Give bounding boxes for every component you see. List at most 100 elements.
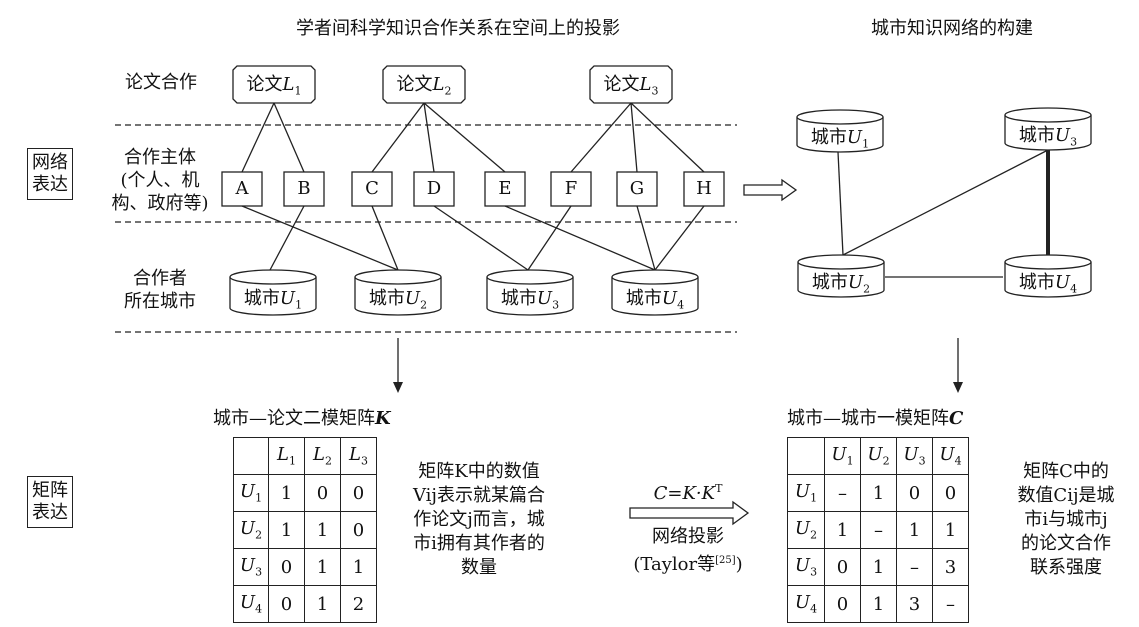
matrix-k-row-header: U3 <box>233 548 269 586</box>
network-city-label-u4: 城市U4 <box>1018 272 1078 296</box>
matrix-c-note-line3: 市i与城市j <box>1024 509 1108 530</box>
matrix-k-cell: 1 <box>340 548 377 586</box>
matrix-k-cell: 2 <box>340 585 377 623</box>
actor-box-g <box>616 171 658 207</box>
left-title: 学者间科学知识合作关系在空间上的投影 <box>296 18 620 39</box>
edge-u2-u3 <box>842 149 1049 256</box>
matrix-c-cell: 0 <box>896 474 933 512</box>
paper-label-l3: 论文L3 <box>603 74 659 98</box>
label-subject-line2: (个人、机 <box>120 170 200 191</box>
actor-box-c <box>351 171 393 207</box>
city-label-u3: 城市U3 <box>500 288 560 312</box>
matrix-c-corner <box>787 437 825 475</box>
actor-box-h <box>683 171 725 207</box>
matrix-c-cell: 1 <box>824 511 861 549</box>
network-city-label-u1: 城市U1 <box>810 127 870 151</box>
network-city-u1 <box>796 109 884 153</box>
matrix-k-note-line3: 作论文j而言，城 <box>413 509 545 530</box>
matrix-k-row-header: U2 <box>233 511 269 549</box>
matrix-k-cell: 1 <box>268 511 305 549</box>
matrix-k-cell: 1 <box>304 585 341 623</box>
matrix-c-note-line1: 矩阵C中的 <box>1023 461 1109 482</box>
city-cylinder-u4 <box>611 269 699 316</box>
side-label-network: 网络 表达 <box>27 148 73 200</box>
paper-label-l2: 论文L2 <box>396 74 452 98</box>
matrix-c-cell: – <box>896 548 933 586</box>
matrix-k-cell: 0 <box>268 585 305 623</box>
matrix-k-corner <box>233 437 269 475</box>
actor-box-b <box>283 171 325 207</box>
city-label-u4: 城市U4 <box>625 288 685 312</box>
actor-f: F <box>564 178 578 199</box>
matrix-c-cell: 0 <box>932 474 969 512</box>
network-city-u4 <box>1004 254 1092 298</box>
paper-shape-l3 <box>589 65 673 104</box>
matrix-k-col-header: L1 <box>268 437 305 475</box>
matrix-c-cell: 1 <box>860 474 897 512</box>
actor-a: A <box>235 178 249 199</box>
city-cylinder-u3 <box>486 269 574 316</box>
paper-shape-l2 <box>382 65 466 104</box>
matrix-c-cell: 1 <box>932 511 969 549</box>
label-city-line2: 所在城市 <box>124 291 196 312</box>
matrix-k-note-line4: 市i拥有其作者的 <box>413 533 545 554</box>
projection-formula: C=K·KT <box>653 482 723 504</box>
actor-box-f <box>550 171 592 207</box>
matrix-c-note-line2: 数值Cij是城 <box>1017 485 1115 506</box>
label-subject-line1: 合作主体 <box>124 147 196 168</box>
matrix-c-table: U1 U2 U3 U4 U1 – 1 0 0 U2 1 – 1 1 U3 0 1… <box>787 437 969 623</box>
city-cylinder-u1 <box>229 269 317 316</box>
paper-shape-l1 <box>232 65 316 104</box>
matrix-c-cell: 3 <box>896 585 933 623</box>
projection-citation: (Taylor等[25]) <box>633 554 743 575</box>
network-city-u3 <box>1004 107 1092 151</box>
label-city-line1: 合作者 <box>133 268 187 289</box>
matrix-k-title: 城市—论文二模矩阵K <box>213 408 391 429</box>
city-cylinder-u2 <box>354 269 442 316</box>
network-city-u2 <box>797 254 885 298</box>
matrix-c-note-line5: 联系强度 <box>1030 557 1102 578</box>
matrix-c-cell: 0 <box>824 585 861 623</box>
matrix-c-row-header: U4 <box>787 585 825 623</box>
projection-arrow <box>629 500 750 526</box>
matrix-c-col-header: U2 <box>860 437 897 475</box>
actor-g: G <box>629 178 645 199</box>
actor-box-a <box>221 171 263 207</box>
matrix-k-cell: 1 <box>268 474 305 512</box>
actor-c: C <box>365 178 379 199</box>
matrix-k-row-header: U4 <box>233 585 269 623</box>
matrix-k-note-line1: 矩阵K中的数值 <box>418 461 540 482</box>
network-city-label-u3: 城市U3 <box>1018 125 1078 149</box>
matrix-k-cell: 1 <box>304 548 341 586</box>
matrix-k-cell: 0 <box>268 548 305 586</box>
matrix-c-title: 城市—城市一模矩阵C <box>787 408 964 429</box>
matrix-k-col-header: L3 <box>340 437 377 475</box>
label-paper-cooperation: 论文合作 <box>125 72 197 93</box>
side-label-matrix-line2: 表达 <box>32 502 68 523</box>
side-label-matrix: 矩阵 表达 <box>27 476 73 528</box>
side-label-network-line1: 网络 <box>32 152 68 173</box>
city-label-u1: 城市U1 <box>243 288 303 312</box>
matrix-k-table: L1 L2 L3 U1 1 0 0 U2 1 1 0 U3 0 1 1 U4 0… <box>233 437 377 623</box>
matrix-c-col-header: U3 <box>896 437 933 475</box>
actor-d: D <box>426 178 442 199</box>
hollow-arrow-right <box>743 178 798 202</box>
matrix-k-cell: 0 <box>340 511 377 549</box>
matrix-k-cell: 0 <box>340 474 377 512</box>
matrix-c-cell: 1 <box>896 511 933 549</box>
actor-e: E <box>498 178 512 199</box>
matrix-k-cell: 0 <box>304 474 341 512</box>
matrix-c-row-header: U1 <box>787 474 825 512</box>
projection-label: 网络投影 <box>652 526 724 547</box>
matrix-c-row-header: U3 <box>787 548 825 586</box>
matrix-k-col-header: L2 <box>304 437 341 475</box>
actor-box-e <box>484 171 526 207</box>
right-title: 城市知识网络的构建 <box>871 18 1033 39</box>
matrix-c-col-header: U4 <box>932 437 969 475</box>
matrix-c-cell: – <box>860 511 897 549</box>
network-city-label-u2: 城市U2 <box>811 272 871 296</box>
actor-b: B <box>297 178 311 199</box>
matrix-k-note-line5: 数量 <box>461 557 497 578</box>
